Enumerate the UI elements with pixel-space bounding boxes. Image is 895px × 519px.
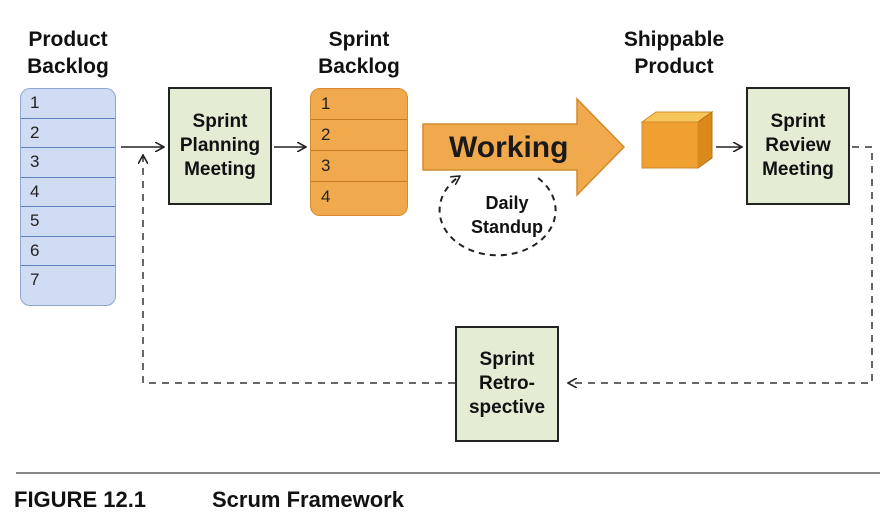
- working-arrow: [422, 97, 626, 197]
- product-backlog-item: 2: [21, 119, 115, 148]
- figure-number: FIGURE 12.1: [14, 487, 147, 512]
- daily-standup-label: Daily Standup: [471, 193, 543, 237]
- product-backlog-heading: Product Backlog: [27, 28, 109, 78]
- sprint-backlog-item: 3: [311, 151, 407, 182]
- figure-caption: FIGURE 12.1 Scrum Framework: [14, 487, 404, 513]
- product-backlog-item: 6: [21, 237, 115, 266]
- product-backlog-item: 7: [30, 270, 40, 289]
- sprint-retrospective-box: Sprint Retro- spective: [455, 326, 559, 442]
- sprint-backlog-item: 1: [311, 89, 407, 120]
- feedback-retro-to-backlog: [143, 155, 455, 384]
- product-backlog-item: 4: [21, 178, 115, 207]
- sprint-backlog-heading: Sprint Backlog: [318, 28, 400, 78]
- sprint-review-meeting-box: Sprint Review Meeting: [746, 87, 850, 205]
- sprint-backlog-list: 1 2 3 4: [310, 88, 408, 216]
- product-backlog-item: 1: [21, 89, 115, 119]
- sprint-planning-meeting-box: Sprint Planning Meeting: [168, 87, 272, 205]
- sprint-backlog-item: 4: [321, 187, 331, 206]
- caption-divider: [16, 472, 880, 474]
- shippable-product-cube-icon: [640, 111, 714, 169]
- product-backlog-list: 1 2 3 4 5 6 7: [20, 88, 116, 306]
- product-backlog-item: 3: [21, 148, 115, 178]
- working-label: Working: [449, 131, 569, 164]
- product-backlog-item: 5: [21, 207, 115, 237]
- figure-title: Scrum Framework: [212, 487, 404, 512]
- sprint-backlog-item: 2: [311, 120, 407, 151]
- feedback-review-to-retro: [568, 146, 873, 383]
- shippable-product-heading: Shippable Product: [623, 28, 725, 78]
- daily-standup-cycle: [438, 176, 557, 257]
